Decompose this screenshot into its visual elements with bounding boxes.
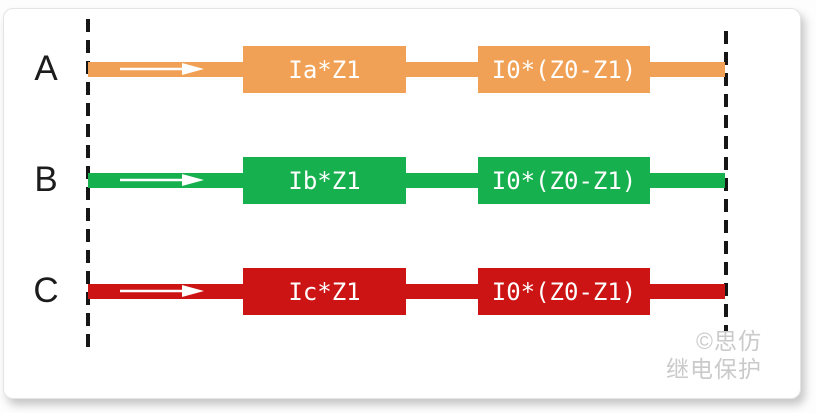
phase-b-impedance-block-1: Ib*Z1 <box>243 157 406 204</box>
phase-c-impedance-block-1: Ic*Z1 <box>243 268 406 315</box>
phase-b-impedance-block-2: I0*(Z0-Z1) <box>478 157 650 204</box>
phase-a-label: A <box>34 49 58 88</box>
flow-arrow-icon <box>120 174 204 186</box>
phase-c-label: C <box>33 271 59 310</box>
watermark-line1: ©思仿 <box>696 328 762 354</box>
flow-arrow-icon <box>120 63 204 75</box>
right-boundary-dashed-line <box>724 31 728 331</box>
phase-a-impedance-block-2: I0*(Z0-Z1) <box>478 46 650 93</box>
watermark-line2: 继电保护 <box>666 356 762 382</box>
diagram-card: A Ia*Z1 I0*(Z0-Z1) B Ib*Z1 I0*(Z0-Z1) C <box>3 8 801 399</box>
phase-a-impedance-block-1: Ia*Z1 <box>243 46 406 93</box>
phase-b-label: B <box>34 160 58 199</box>
watermark: ©思仿 继电保护 <box>666 327 762 383</box>
phase-c-impedance-block-2: I0*(Z0-Z1) <box>478 268 650 315</box>
flow-arrow-icon <box>120 285 204 297</box>
